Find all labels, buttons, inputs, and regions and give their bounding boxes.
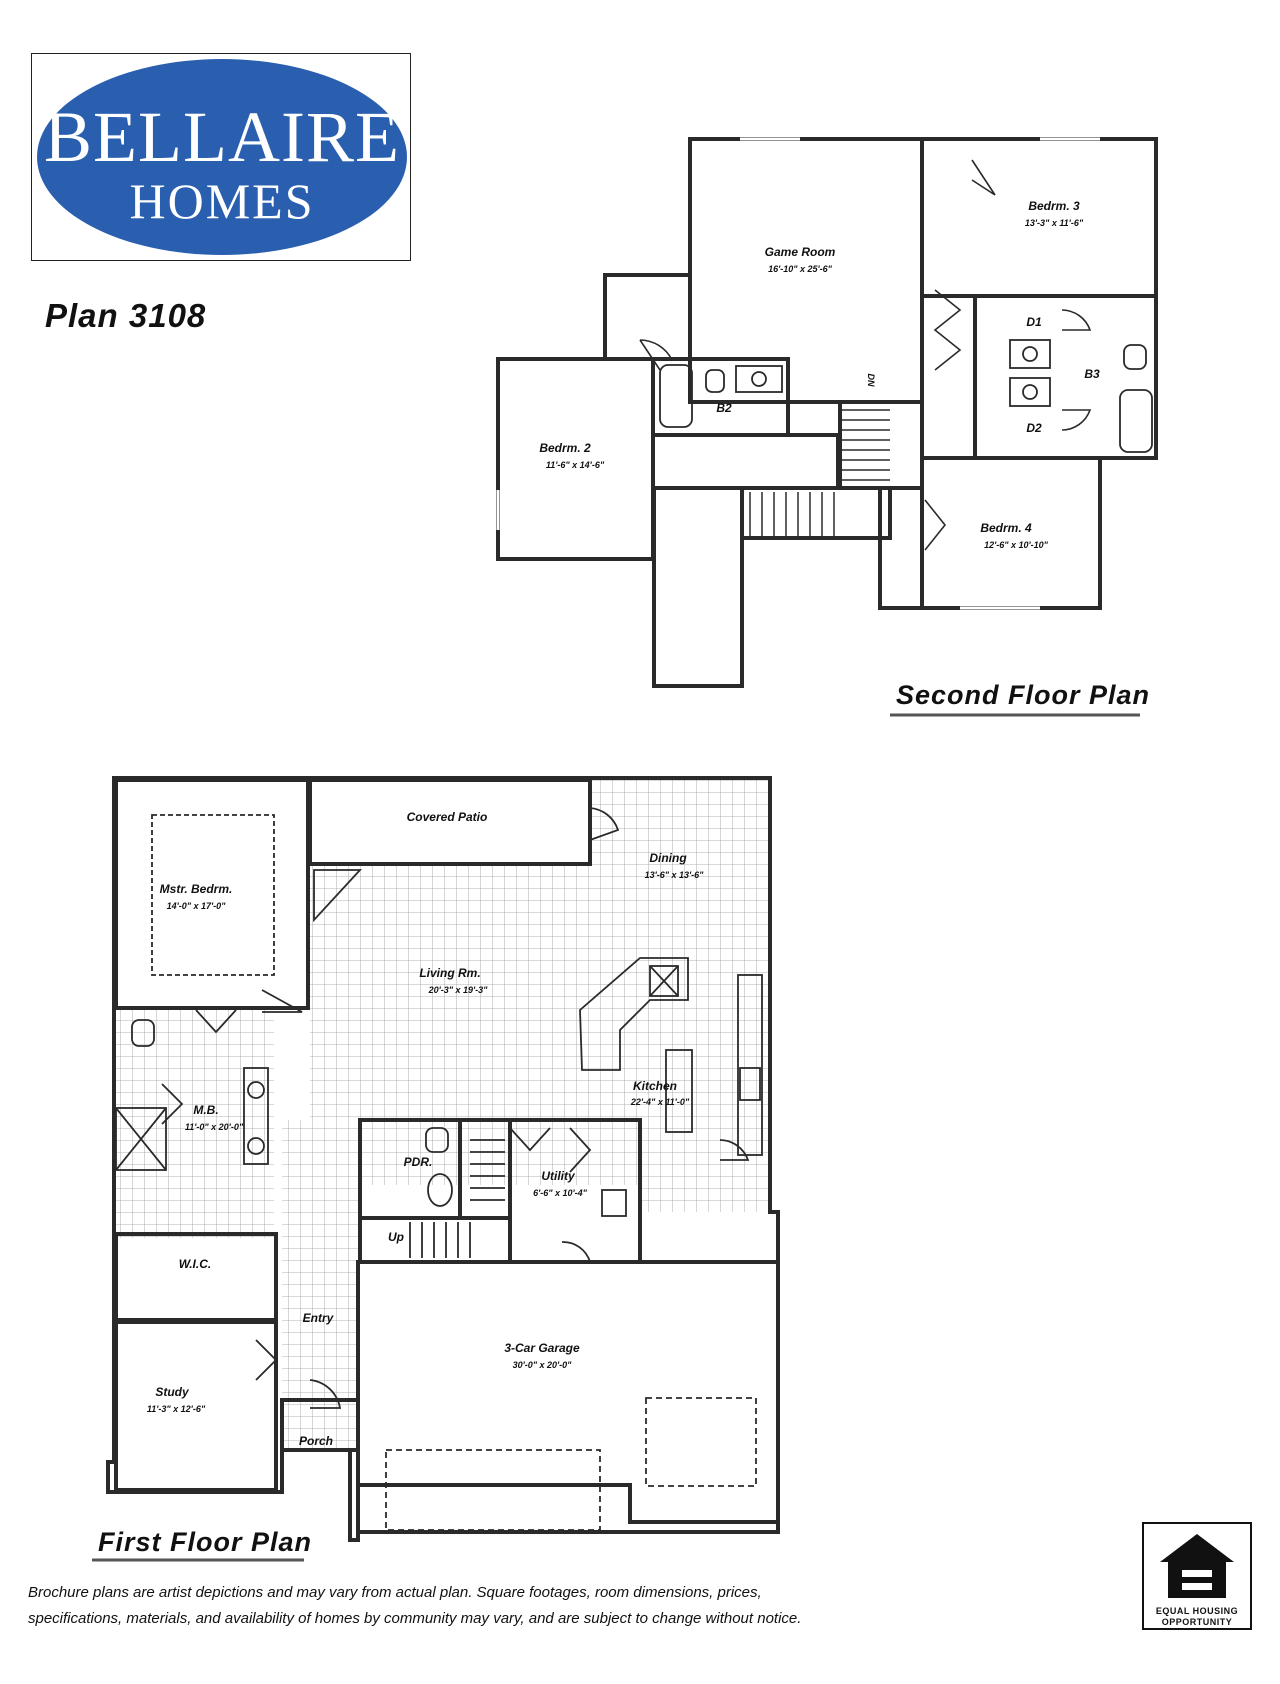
room-dims-study: 11'-3" x 12'-6" xyxy=(147,1404,206,1414)
room-label-bedroom-3: Bedrm. 3 xyxy=(1028,199,1080,213)
second-floor-title: Second Floor Plan xyxy=(896,680,1151,710)
garage-walls xyxy=(356,1260,780,1534)
open-to-below xyxy=(652,486,744,688)
porch-walls xyxy=(280,1398,360,1452)
brand-logo-oval xyxy=(37,59,407,255)
baths-walls xyxy=(973,294,1158,460)
room-label-garage: 3-Car Garage xyxy=(504,1341,580,1355)
plan-title: Plan 3108 xyxy=(45,297,207,334)
room-label-bath-3: B3 xyxy=(1084,367,1100,381)
room-label-wic: W.I.C. xyxy=(179,1257,211,1271)
room-dims-bedroom-4: 12'-6" x 10'-10" xyxy=(984,540,1049,550)
master-bedroom-walls xyxy=(114,778,310,1010)
room-dims-bedroom-3: 13'-3" x 11'-6" xyxy=(1025,218,1084,228)
room-dims-master-bedroom: 14'-0" x 17'-0" xyxy=(167,901,227,911)
room-label-study: Study xyxy=(155,1385,190,1399)
stair-label-dn: DN xyxy=(866,374,876,387)
bedroom-2-walls xyxy=(496,357,655,561)
room-label-utility: Utility xyxy=(541,1169,576,1183)
disclaimer-line-2: specifications, materials, and availabil… xyxy=(28,1610,802,1627)
linen-walls xyxy=(878,486,924,610)
room-dims-garage: 30'-0" x 20'-0" xyxy=(513,1360,573,1370)
room-label-bedroom-4: Bedrm. 4 xyxy=(980,521,1032,535)
equal-housing-text: EQUAL HOUSING OPPORTUNITY xyxy=(1144,1606,1250,1628)
equal-housing-frame xyxy=(1142,1522,1252,1630)
room-label-master-bath: M.B. xyxy=(193,1103,218,1117)
room-dims-bedroom-2: 11'-6" x 14'-6" xyxy=(546,460,605,470)
stair-label-up: Up xyxy=(388,1230,404,1244)
room-label-dining: Dining xyxy=(649,851,687,865)
room-label-kitchen: Kitchen xyxy=(633,1079,677,1093)
first-floor-outer-walls xyxy=(106,776,780,1542)
room-label-d1: D1 xyxy=(1026,315,1042,329)
hall-walls xyxy=(651,433,840,490)
equal-housing-line-2: OPPORTUNITY xyxy=(1161,1617,1233,1627)
room-dims-kitchen: 22'-4" x 11'-0" xyxy=(630,1097,690,1107)
equal-housing-line-1: EQUAL HOUSING xyxy=(1155,1606,1239,1616)
room-label-porch: Porch xyxy=(299,1434,333,1448)
covered-patio-walls xyxy=(308,778,592,866)
room-label-covered-patio: Covered Patio xyxy=(407,810,488,824)
room-label-living-room: Living Rm. xyxy=(419,966,480,980)
room-label-d2: D2 xyxy=(1026,421,1042,435)
room-dims-master-bath: 11'-0" x 20'-0" xyxy=(185,1122,244,1132)
room-dims-living-room: 20'-3" x 19'-3" xyxy=(428,985,489,995)
room-label-bedroom-2: Bedrm. 2 xyxy=(539,441,591,455)
room-label-master-bedroom: Mstr. Bedrm. xyxy=(160,882,233,896)
first-floor-title: First Floor Plan xyxy=(98,1527,313,1557)
room-dims-game-room: 16'-10" x 25'-6" xyxy=(768,264,833,274)
closet-walls xyxy=(603,273,692,361)
brand-name-line1: BELLAIRE xyxy=(44,97,400,177)
room-label-game-room: Game Room xyxy=(765,245,836,259)
landing xyxy=(740,486,892,540)
room-dims-utility: 6'-6" x 10'-4" xyxy=(533,1188,588,1198)
room-dims-dining: 13'-6" x 13'-6" xyxy=(645,870,705,880)
room-label-entry: Entry xyxy=(303,1311,335,1325)
room-label-powder: PDR. xyxy=(404,1155,433,1169)
disclaimer-line-1: Brochure plans are artist depictions and… xyxy=(28,1584,762,1601)
second-floor-plan xyxy=(496,137,1158,688)
stair-walls xyxy=(838,400,924,490)
disclaimer: Brochure plans are artist depictions and… xyxy=(28,1580,988,1632)
wic-walls xyxy=(114,1232,278,1322)
first-floor-plan xyxy=(116,778,770,1452)
equal-housing-icon xyxy=(1160,1534,1234,1598)
brand-name-line2: HOMES xyxy=(129,173,315,229)
stair-lower-walls xyxy=(358,1216,512,1264)
room-label-bath-2: B2 xyxy=(716,401,732,415)
